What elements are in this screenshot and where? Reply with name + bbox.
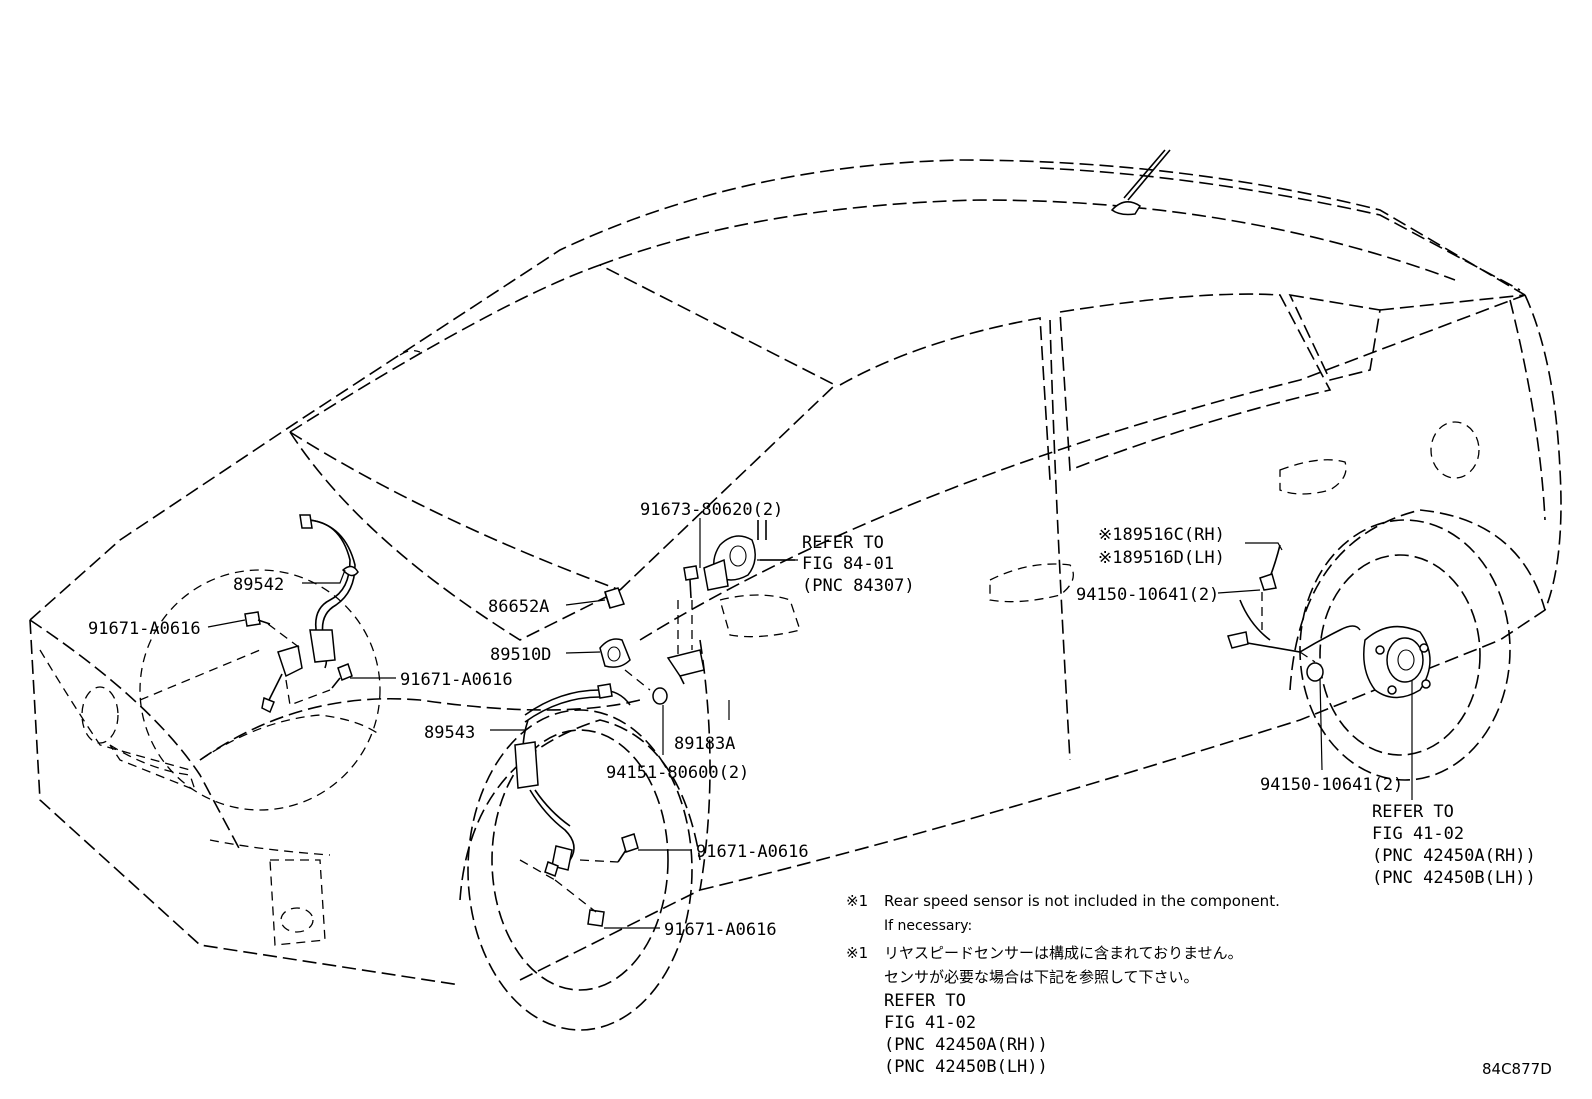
note-ref-line1: REFER TO bbox=[884, 991, 966, 1011]
front-rh-speed-sensor-wire bbox=[299, 514, 359, 669]
airbag-sensor bbox=[703, 535, 756, 591]
nut-94150-a bbox=[1259, 573, 1277, 591]
callout-91671-a0616-lh-upper: 91671-A0616 bbox=[696, 842, 809, 862]
callout-91671-a0616-rh-upper: 91671-A0616 bbox=[88, 619, 201, 639]
note-ref-line4: (PNC 42450B(LH)) bbox=[884, 1057, 1048, 1077]
footnote-block: ※1 Rear speed sensor is not included in … bbox=[846, 892, 1280, 1077]
callout-89516d-lh: ※189516D(LH) bbox=[1098, 548, 1225, 568]
note-en-mark: ※1 bbox=[846, 892, 868, 910]
rear-speed-sensor-wire bbox=[1229, 544, 1361, 653]
callout-94151-80600: 94151-80600(2) bbox=[606, 763, 749, 783]
callout-86652a: 86652A bbox=[488, 597, 549, 617]
note-jp-mark: ※1 bbox=[846, 944, 868, 962]
refer-fig41-line1: REFER TO bbox=[1372, 802, 1454, 822]
illustration-code: 84C877D bbox=[1482, 1060, 1552, 1078]
callout-89516c-rh: ※189516C(RH) bbox=[1098, 525, 1225, 545]
front-lh-speed-sensor-wire bbox=[514, 683, 631, 861]
callout-89543: 89543 bbox=[424, 723, 475, 743]
callout-94150-10641-upper: 94150-10641(2) bbox=[1076, 585, 1219, 605]
callout-89542: 89542 bbox=[233, 575, 284, 595]
rear-bracket bbox=[1227, 631, 1249, 649]
callout-91671-a0616-lh-lower: 91671-A0616 bbox=[664, 920, 777, 940]
front-right-wheel bbox=[139, 569, 381, 811]
refer-fig-84-01: REFER TO FIG 84-01 (PNC 84307) bbox=[802, 533, 915, 596]
refer-fig84-line3: (PNC 84307) bbox=[802, 576, 915, 596]
front-rh-speed-sensor bbox=[261, 645, 303, 714]
rear-hub-bearing bbox=[1363, 625, 1431, 699]
bolt-icon-b bbox=[331, 663, 353, 689]
note-en-line2: If necessary: bbox=[884, 918, 972, 934]
nut-94150-b bbox=[1306, 662, 1324, 682]
note-en-line1: Rear speed sensor is not included in the… bbox=[884, 892, 1280, 910]
sensor-89510d bbox=[599, 638, 631, 668]
connector-86652a bbox=[604, 587, 625, 609]
refer-fig84-line2: FIG 84-01 bbox=[802, 554, 894, 574]
note-ref-line2: FIG 41-02 bbox=[884, 1013, 976, 1033]
callout-89183a: 89183A bbox=[674, 734, 735, 754]
bolt-icon-a bbox=[244, 611, 271, 627]
callout-94150-10641-lower: 94150-10641(2) bbox=[1260, 775, 1403, 795]
callout-89510d: 89510D bbox=[490, 645, 551, 665]
front-lh-speed-sensor bbox=[544, 845, 573, 878]
refer-fig41-line3: (PNC 42450A(RH)) bbox=[1372, 846, 1536, 866]
refer-fig-41-02: REFER TO FIG 41-02 (PNC 42450A(RH)) (PNC… bbox=[1372, 802, 1536, 888]
car-body-outline bbox=[29, 149, 1562, 986]
callout-91671-a0616-rh-lower: 91671-A0616 bbox=[400, 670, 513, 690]
callout-91673-80620: 91673-80620(2) bbox=[640, 500, 783, 520]
screw-91673 bbox=[683, 565, 699, 599]
note-jp-line2: センサが必要な場合は下記を参照して下さい。 bbox=[884, 968, 1199, 986]
bracket-89183a bbox=[666, 649, 705, 685]
note-ref-line3: (PNC 42450A(RH)) bbox=[884, 1035, 1048, 1055]
note-jp-line1: リヤスピードセンサーは構成に含まれておりません。 bbox=[884, 944, 1243, 962]
bolt-icon-c bbox=[617, 833, 639, 863]
bolt-icon-d bbox=[587, 909, 605, 927]
refer-fig84-line1: REFER TO bbox=[802, 533, 884, 553]
leader-lines bbox=[207, 518, 1413, 929]
rear-wheel bbox=[1289, 509, 1546, 781]
refer-fig41-line2: FIG 41-02 bbox=[1372, 824, 1464, 844]
front-left-wheel bbox=[459, 709, 701, 1031]
refer-fig41-line4: (PNC 42450B(LH)) bbox=[1372, 868, 1536, 888]
clip-94151 bbox=[652, 687, 668, 705]
